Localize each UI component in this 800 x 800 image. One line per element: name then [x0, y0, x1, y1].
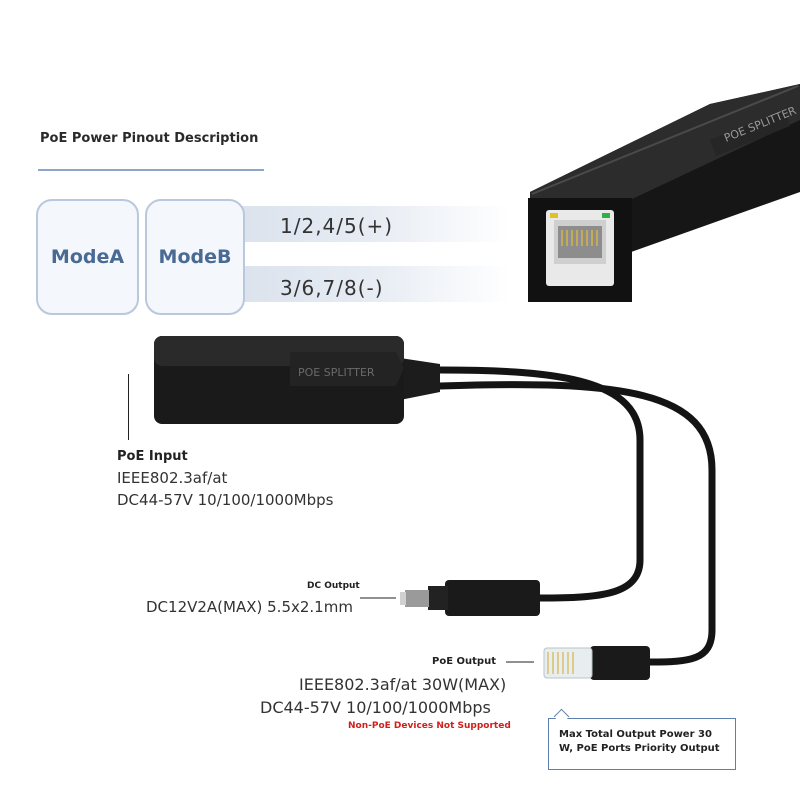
poe-output-standard: IEEE802.3af/at 30W(MAX): [299, 675, 507, 694]
title-underline: [38, 169, 264, 171]
page-title: PoE Power Pinout Description: [40, 131, 259, 146]
poe-output-heading: PoE Output: [432, 656, 496, 667]
dc-output-heading: DC Output: [307, 581, 360, 591]
pin-positive-label: 1/2,4/5(+): [280, 214, 394, 238]
poe-input-standard: IEEE802.3af/at: [117, 469, 228, 487]
poe-input-heading: PoE Input: [117, 449, 188, 464]
poe-output-warning: Non-PoE Devices Not Supported: [348, 721, 511, 731]
pin-band-negative: [220, 266, 510, 302]
poe-input-spec: DC44-57V 10/100/1000Mbps: [117, 491, 334, 509]
splitter-closeup-illustration: POE SPLITTER: [528, 84, 800, 302]
mode-b-box: ModeB: [145, 199, 245, 315]
pin-negative-label: 3/6,7/8(-): [280, 276, 384, 300]
mode-a-box: ModeA: [36, 199, 139, 315]
callout-line-1: Max Total Output Power 30: [559, 729, 712, 740]
input-leader-line: [128, 374, 129, 440]
device-label-body: POE SPLITTER: [298, 366, 375, 379]
pin-band-positive: [220, 206, 510, 242]
poe-output-spec: DC44-57V 10/100/1000Mbps: [260, 698, 491, 717]
callout-line-2: W, PoE Ports Priority Output: [559, 743, 720, 754]
dc-output-spec: DC12V2A(MAX) 5.5x2.1mm: [146, 598, 353, 616]
max-power-callout: Max Total Output Power 30 W, PoE Ports P…: [548, 718, 736, 770]
